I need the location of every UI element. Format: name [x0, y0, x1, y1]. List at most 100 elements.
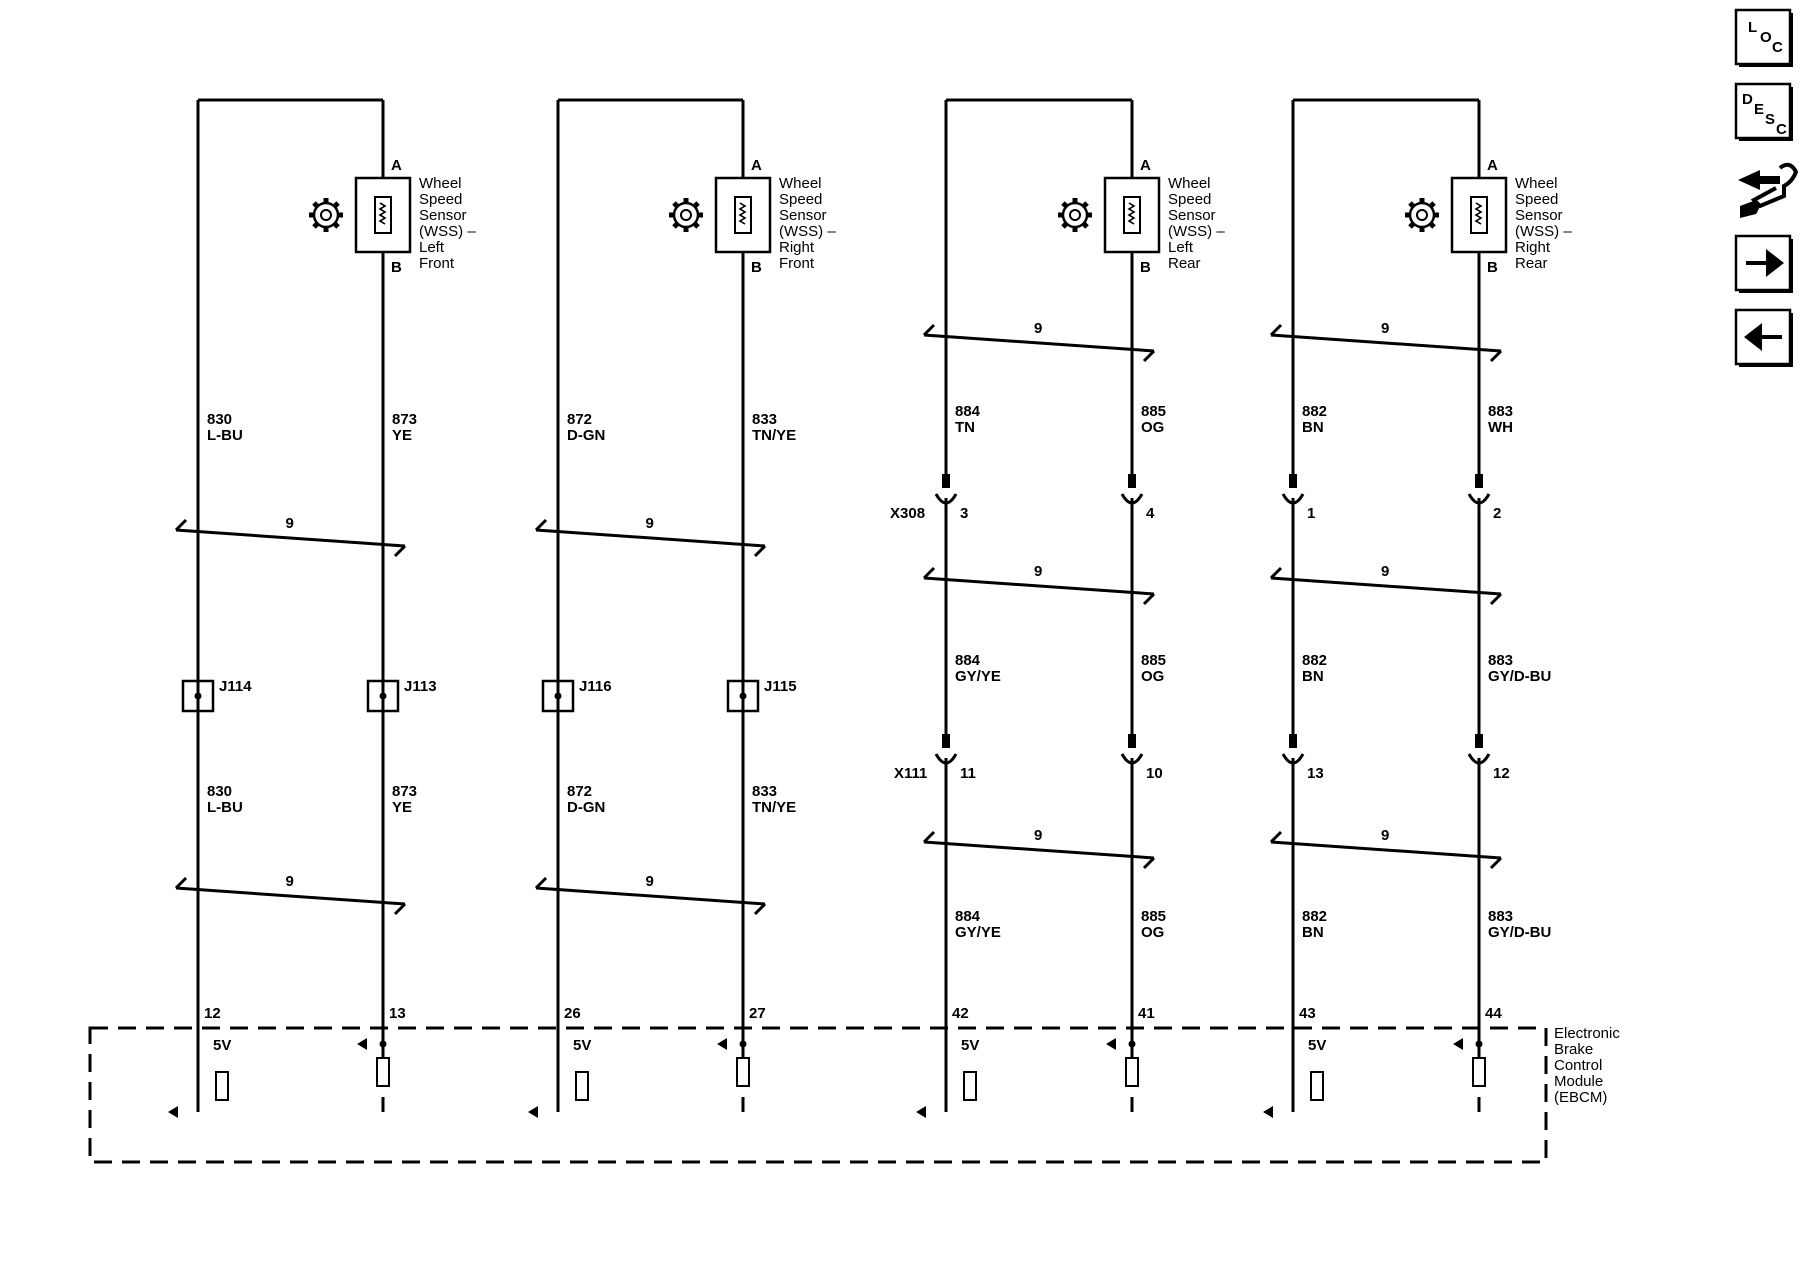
wheel-speed-sensor-3: [1058, 176, 1161, 254]
gear-icon: [669, 198, 703, 232]
ebcm-pin-number: 26: [564, 1005, 581, 1022]
input-arrow: [168, 1106, 178, 1118]
twist-tick: [922, 323, 936, 337]
reference-arrow: [1106, 1038, 1116, 1050]
twist-line: [923, 333, 1155, 353]
location-button[interactable]: LOC: [1734, 8, 1793, 67]
connector-gap: [1476, 746, 1482, 758]
reference-arrow: [357, 1038, 367, 1050]
wire-color: TN/YE: [752, 427, 796, 444]
components-layer: [88, 176, 1548, 1164]
circuit-number: 873: [392, 411, 417, 428]
supply-voltage: 5V: [961, 1037, 979, 1054]
connector-female-pin: [934, 753, 958, 765]
connector-pin-number: 12: [1493, 765, 1510, 782]
loc-letter: O: [1760, 29, 1772, 46]
supply-voltage: 5V: [573, 1037, 591, 1054]
harness-icon-button[interactable]: [1738, 162, 1799, 218]
sensor-description-line: (WSS) –: [1168, 223, 1225, 240]
sensor-description-line: (WSS) –: [1515, 223, 1572, 240]
twist-tick: [1489, 349, 1503, 363]
connector-male-pin: [1289, 734, 1297, 748]
sensor-pin-b: B: [751, 259, 762, 276]
twist-count: 9: [286, 873, 294, 890]
sensor-description-line: Wheel: [1168, 175, 1211, 192]
wheel-speed-sensor-2: [669, 176, 772, 254]
previous-page-button[interactable]: [1734, 308, 1793, 367]
connector-male-pin: [1475, 474, 1483, 488]
connector-pin-number: 10: [1146, 765, 1163, 782]
twist-line: [535, 528, 766, 548]
wire-mask: [740, 1087, 746, 1097]
wheel-speed-sensor-1: [309, 176, 412, 254]
connector-gap: [1129, 486, 1135, 498]
connector-pin-number: 4: [1146, 505, 1155, 522]
ebcm-description-line: Module: [1554, 1073, 1603, 1090]
twist-count: 9: [1381, 320, 1389, 337]
splice-dot: [554, 692, 562, 700]
ebcm-pin-number: 41: [1138, 1005, 1155, 1022]
wire-mask: [1476, 1087, 1482, 1097]
connector-female-pin: [934, 493, 958, 505]
twist-tick: [1142, 349, 1156, 363]
ebcm-pin-number: 27: [749, 1005, 766, 1022]
ebcm-description-line: (EBCM): [1554, 1089, 1607, 1106]
circuit-number: 884: [955, 908, 981, 925]
arrow-left-icon: [1744, 323, 1782, 351]
twist-line: [923, 576, 1155, 596]
pullup-resistor: [1310, 1071, 1324, 1101]
wire-color: GY/YE: [955, 924, 1001, 941]
sensor-body: [1103, 176, 1161, 254]
nav-button-shadow: [1739, 138, 1793, 141]
twist-tick: [1269, 830, 1283, 844]
connector-gap: [943, 746, 949, 758]
nav-button-shadow: [1790, 239, 1793, 293]
twist-tick: [1142, 856, 1156, 870]
splice-label: J116: [579, 678, 612, 695]
connector-pin-number: 2: [1493, 505, 1501, 522]
twist-count: 9: [646, 515, 654, 532]
connector-gap: [1290, 746, 1296, 758]
wire-color: L-BU: [207, 799, 243, 816]
circuit-number: 830: [207, 783, 232, 800]
sensor-description-line: Wheel: [779, 175, 822, 192]
twist-tick: [1489, 592, 1503, 606]
nav-button-frame: [1734, 8, 1792, 66]
sensor-description-line: Sensor: [779, 207, 827, 224]
circuit-number: 885: [1141, 908, 1166, 925]
wire-color: OG: [1141, 419, 1164, 436]
wire-color: L-BU: [207, 427, 243, 444]
sensor-description-line: Speed: [779, 191, 822, 208]
twisted-pair-marker: [922, 323, 1156, 363]
twist-tick: [1269, 323, 1283, 337]
ebcm-description-line: Control: [1554, 1057, 1602, 1074]
reference-resistor: [736, 1057, 750, 1087]
sensor-circuit-4: [1291, 98, 1481, 1112]
wire-color: BN: [1302, 668, 1324, 685]
next-page-button[interactable]: [1734, 234, 1793, 293]
circuit-number: 883: [1488, 403, 1513, 420]
twisted-pair-marker: [922, 566, 1156, 606]
twist-tick: [393, 902, 407, 916]
gear-hub: [1416, 209, 1428, 221]
nav-button-shadow: [1739, 64, 1793, 67]
sensor-element: [1123, 196, 1141, 234]
reference-arrow: [1453, 1038, 1463, 1050]
sensor-pin-b: B: [391, 259, 402, 276]
splice-dot: [194, 692, 202, 700]
gear-hub: [320, 209, 332, 221]
sensor-coil: [378, 202, 387, 225]
twist-count: 9: [1381, 563, 1389, 580]
sensor-description-line: Rear: [1168, 255, 1201, 272]
circuit-number: 830: [207, 411, 232, 428]
wire-color: D-GN: [567, 427, 605, 444]
ebcm-dashed-boundary: [88, 1026, 1548, 1164]
twist-count: 9: [1034, 827, 1042, 844]
wire-color: D-GN: [567, 799, 605, 816]
supply-voltage: 5V: [213, 1037, 231, 1054]
twist-tick: [1489, 856, 1503, 870]
sensor-element: [374, 196, 392, 234]
sensor-description-line: Wheel: [1515, 175, 1558, 192]
